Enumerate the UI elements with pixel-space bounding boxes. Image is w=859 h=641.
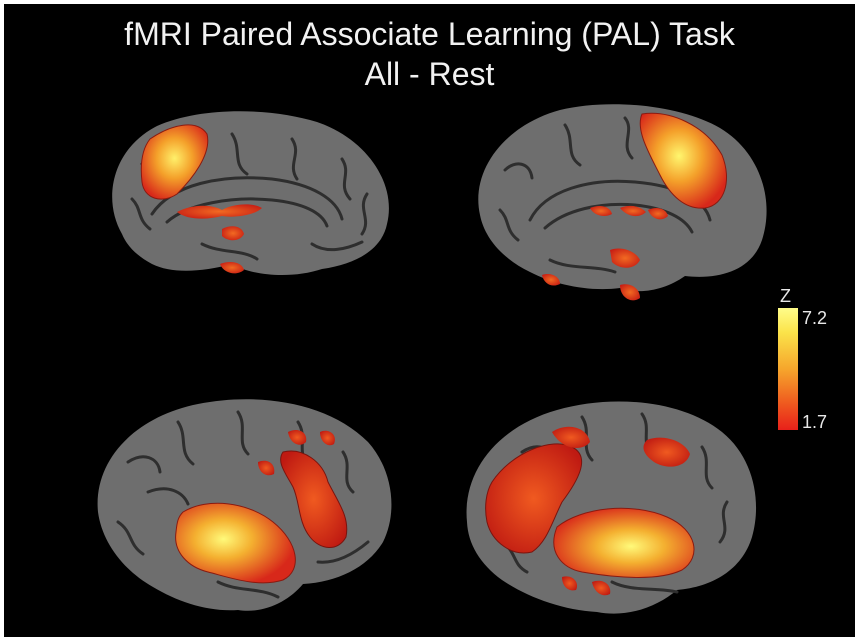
brain-medial-right [470,100,780,310]
figure-subtitle: All - Rest [364,56,495,92]
brain-lateral-left [88,392,398,622]
brain-medial-left [82,104,402,294]
figure-panel: fMRI Paired Associate Learning (PAL) Tas… [4,4,855,637]
figure-title: fMRI Paired Associate Learning (PAL) Tas… [124,16,735,52]
colorbar-max-label: 7.2 [802,308,828,328]
colorbar-gradient [778,308,798,430]
brain-lateral-right [462,392,762,627]
colorbar: Z 7.2 1.7 [774,286,850,436]
colorbar-label: Z [780,286,791,306]
colorbar-min-label: 1.7 [802,412,828,432]
